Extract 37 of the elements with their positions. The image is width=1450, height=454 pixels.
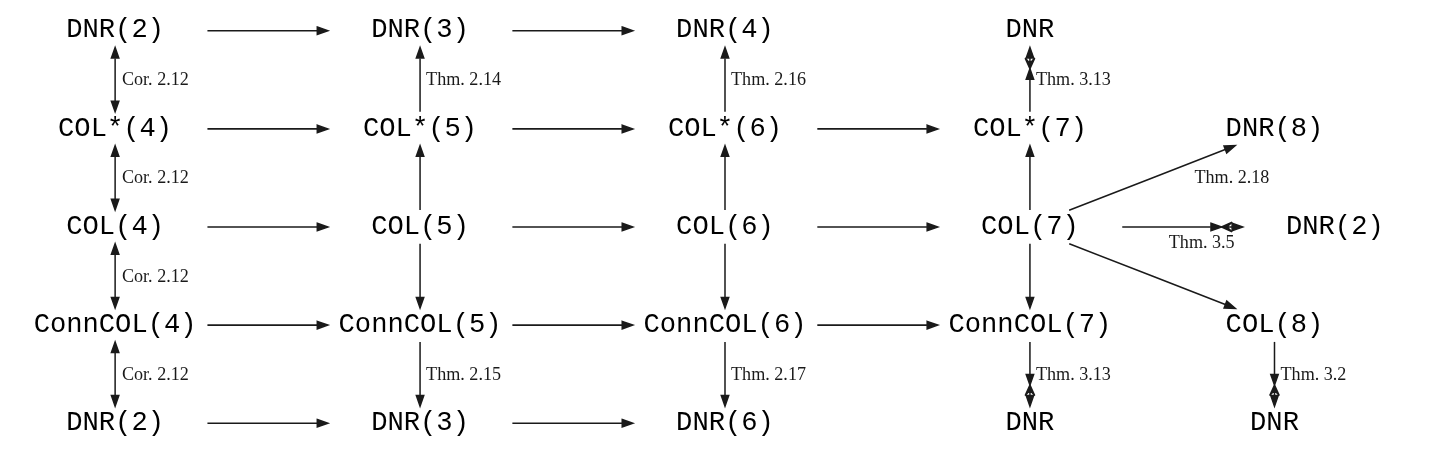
edge-label: Thm. 3.13 [1035, 69, 1111, 90]
node-text: COL(7) [981, 210, 1079, 242]
edge-label: Thm. 2.18 [1194, 167, 1270, 188]
node-text: DNR(2) [1285, 210, 1384, 242]
node-text: ConnCOL(7) [948, 308, 1112, 340]
node-text: COL*(6) [667, 112, 783, 144]
edge-label: Cor. 2.12 [121, 167, 189, 188]
node-text: DNR(8) [1225, 112, 1324, 144]
edge-label: Thm. 3.13 [1035, 363, 1111, 384]
edge-label: Cor. 2.12 [121, 69, 189, 90]
node-text: DNR [1005, 14, 1055, 46]
node-text: COL(8) [1225, 308, 1324, 340]
node-text: COL*(4) [58, 112, 173, 144]
edge-label: Thm. 2.16 [731, 69, 806, 90]
node-text: DNR(6) [676, 406, 774, 438]
node-text: COL(5) [371, 210, 469, 242]
node-text: ConnCOL(5) [338, 308, 502, 340]
edge-label: Thm. 2.17 [731, 363, 806, 384]
node-text: DNR [1250, 406, 1299, 438]
node-text: COL(6) [676, 210, 774, 242]
node-text: COL*(7) [972, 112, 1087, 144]
node-text: DNR(4) [676, 14, 774, 46]
node-text: DNR(3) [371, 14, 469, 46]
edge-label: Thm. 3.2 [1280, 363, 1347, 384]
node-text: DNR(2) [66, 14, 165, 46]
node-text: COL(4) [66, 210, 165, 242]
edge-label: Thm. 2.14 [426, 69, 502, 90]
node-text: DNR(2) [66, 406, 165, 438]
edge-label: Cor. 2.12 [121, 265, 189, 286]
edge-label: Thm. 3.5 [1168, 232, 1235, 253]
node-text: DNR [1005, 406, 1055, 438]
node-text: COL*(5) [363, 112, 478, 144]
node-text: ConnCOL(4) [33, 308, 197, 340]
node-text: ConnCOL(6) [643, 308, 807, 340]
edge-label: Cor. 2.12 [121, 363, 189, 384]
edge-label: Thm. 2.15 [426, 363, 502, 384]
node-text: DNR(3) [371, 406, 469, 438]
